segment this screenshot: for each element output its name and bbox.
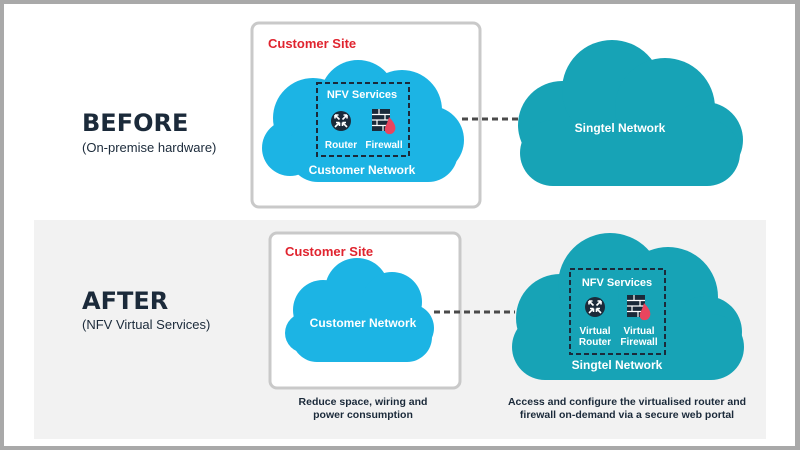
after-caption-right-line2: firewall on-demand via a secure web port… — [520, 409, 734, 421]
before-title: BEFORE — [82, 109, 188, 137]
before-provider-cloud — [518, 40, 743, 186]
before-firewall-label: Firewall — [365, 140, 402, 151]
before-subtitle: (On-premise hardware) — [82, 140, 216, 155]
after-subtitle: (NFV Virtual Services) — [82, 317, 210, 332]
after-customer-cloud — [285, 258, 434, 362]
after-caption-left-line1: Reduce space, wiring and — [299, 396, 428, 408]
after-customer-site-label: Customer Site — [285, 244, 373, 259]
before-provider-network-label: Singtel Network — [575, 121, 666, 135]
router-icon — [330, 110, 352, 132]
before-nfv-box — [316, 82, 410, 157]
after-provider-network-label: Singtel Network — [572, 358, 663, 372]
before-customer-site-label: Customer Site — [268, 36, 356, 51]
after-firewall-label-1: Virtual — [624, 326, 655, 337]
after-nfv-box — [569, 268, 666, 355]
after-router-label-2: Router — [579, 337, 611, 348]
after-caption-right-line1: Access and configure the virtualised rou… — [508, 396, 746, 408]
before-customer-network-label: Customer Network — [309, 163, 416, 177]
before-nfv-title: NFV Services — [327, 89, 397, 101]
router-icon — [584, 296, 606, 318]
after-title: AFTER — [82, 287, 168, 315]
after-router-label-1: Virtual — [580, 326, 611, 337]
after-firewall-label-2: Firewall — [620, 337, 657, 348]
after-customer-network-label: Customer Network — [310, 316, 417, 330]
before-router-label: Router — [325, 140, 357, 151]
after-nfv-title: NFV Services — [582, 277, 652, 289]
after-caption-left-line2: power consumption — [313, 409, 413, 421]
